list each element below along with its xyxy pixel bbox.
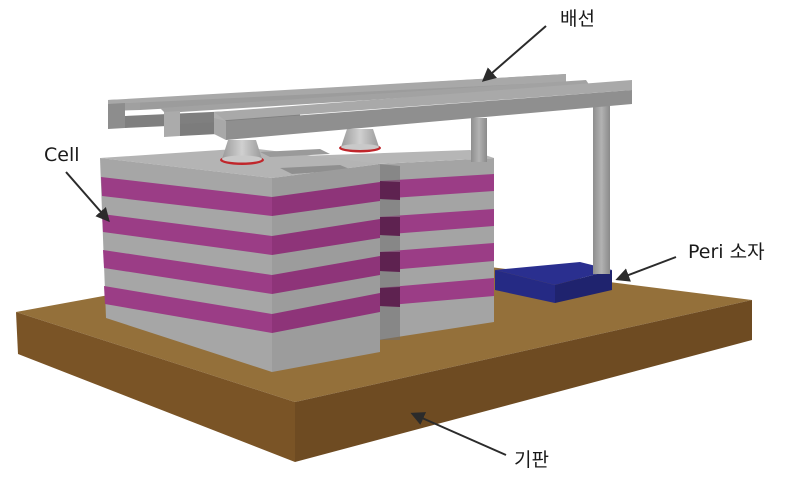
label-wiring: 배선 [560,8,595,30]
wiring-front-face [226,90,632,140]
pillar-right [593,106,610,274]
cell-stack-right [300,150,494,340]
arrow-wiring [481,25,547,82]
contact-vias [220,129,381,165]
wiring [108,74,632,140]
arrow-substrate [410,412,507,456]
peri-top [495,262,612,285]
peri-device [495,262,612,303]
via-left [220,140,264,165]
substrate-right [295,300,752,462]
label-peri-device: Peri 소자 [688,241,765,263]
peri-right [555,270,612,303]
arrow-peri [615,256,677,282]
wiring-bar-front [214,80,632,140]
cell-stack-left [100,148,380,372]
pillar-middle [471,118,487,162]
peri-front [495,270,555,303]
label-cell: Cell [44,144,80,166]
via-right [339,129,381,153]
label-substrate: 기판 [514,449,549,471]
arrow-cell [65,171,110,223]
wiring-front-top [214,80,632,121]
substrate-front [16,312,295,462]
support-pillars [471,106,610,274]
